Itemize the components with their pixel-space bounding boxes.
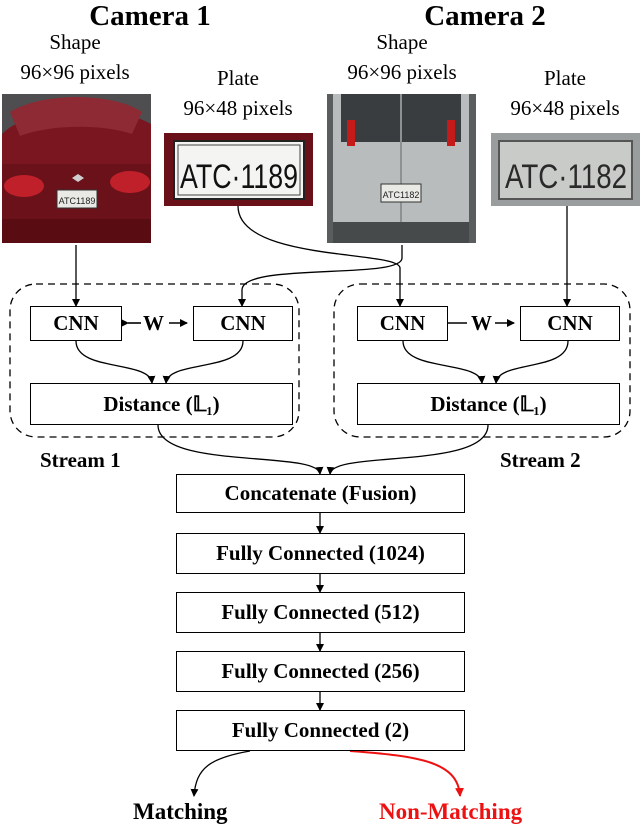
stream-2-cnn-left: CNN [357,306,448,341]
stream-2-distance: Distance (𝕃₁) [357,383,620,425]
stream-1-distance: Distance (𝕃₁) [30,383,293,425]
stream-1-cnn-right: CNN [193,306,293,341]
svg-text:ATC1182: ATC1182 [383,190,420,200]
stream-1-cnn-left: CNN [30,306,122,341]
stream-2-label: Stream 2 [500,448,581,472]
camera-2-plate-size: 96×48 pixels [510,96,620,120]
camera-1-shape-size: 96×96 pixels [20,60,130,84]
camera-2-title: Camera 2 [424,0,546,32]
camera-1-shape-image: ATC1189 [2,94,151,243]
concatenate-fusion-layer: Concatenate (Fusion) [176,474,465,513]
fully-connected-256-layer: Fully Connected (256) [176,651,465,692]
camera-2-shape-caption: Shape [376,30,428,54]
camera-1-plate-text: ATC·1189 [180,158,298,196]
fully-connected-2-layer: Fully Connected (2) [176,710,465,751]
svg-text:ATC1189: ATC1189 [59,196,96,206]
camera-1-plate-size: 96×48 pixels [183,96,293,120]
camera-1-plate-caption: Plate [217,66,259,90]
camera-2-plate-text: ATC·1182 [505,158,627,196]
camera-1-title: Camera 1 [89,0,211,32]
stream-2-weight-label: W [471,311,492,335]
camera-2-plate-caption: Plate [544,66,586,90]
fully-connected-1024-layer: Fully Connected (1024) [176,533,465,574]
camera-1-shape-caption: Shape [49,30,101,54]
stream-1-group [9,283,300,438]
non-matching-output-label: Non-Matching [379,799,523,824]
stream-1-label: Stream 1 [40,448,121,472]
stream-1-weight-label: W [143,311,164,335]
camera-2-plate-image: ATC·1182 [491,133,640,206]
stream-2-cnn-right: CNN [520,306,620,341]
camera-2-shape-size: 96×96 pixels [347,60,457,84]
camera-1-plate-image: ATC·1189 [164,133,313,206]
matching-output-label: Matching [133,799,228,824]
fully-connected-512-layer: Fully Connected (512) [176,592,465,633]
camera-2-shape-image: ATC1182 [327,94,476,243]
stream-2-group [333,283,631,438]
